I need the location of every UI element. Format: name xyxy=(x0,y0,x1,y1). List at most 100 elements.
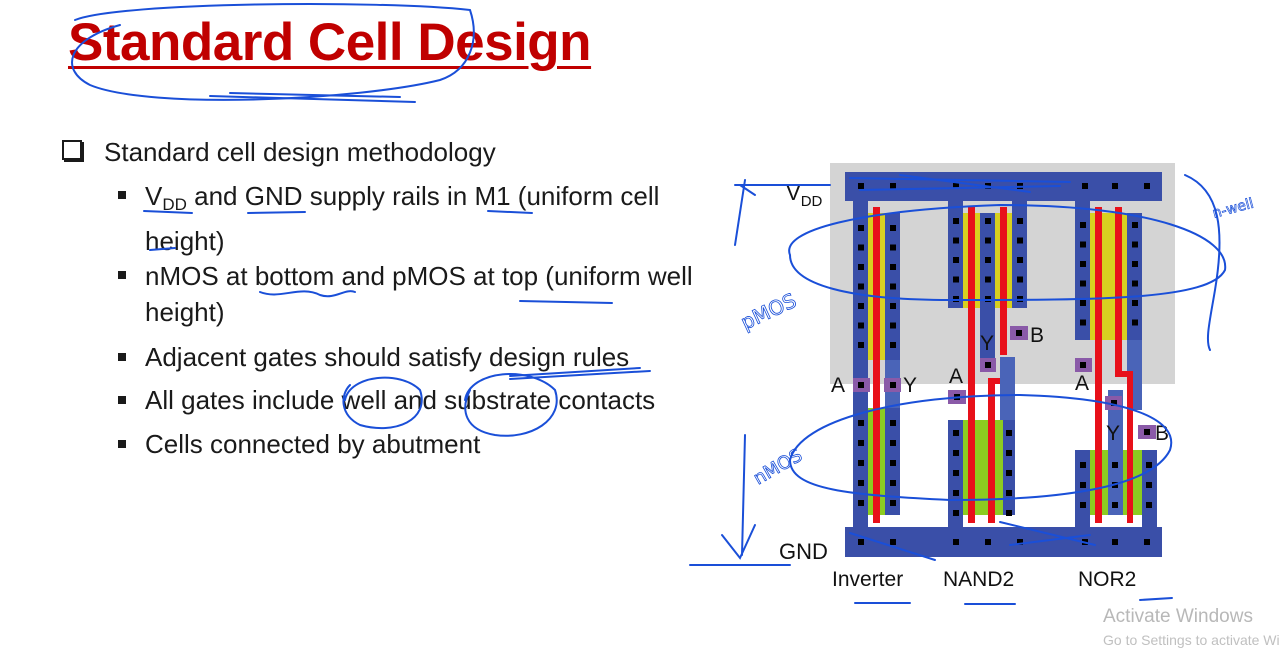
contact-cut xyxy=(890,303,896,309)
annotation-pmos: pMOS xyxy=(737,288,800,334)
cell-label-nand2: NAND2 xyxy=(943,568,1014,591)
contact-cut xyxy=(953,218,959,224)
contact-cut xyxy=(890,283,896,290)
contact-cut xyxy=(1132,300,1138,306)
contact-cut xyxy=(890,420,896,426)
contact-cut xyxy=(1112,462,1118,468)
bullet-icon xyxy=(118,396,126,404)
pin-label: A xyxy=(949,365,963,388)
contact-cut xyxy=(858,283,864,290)
contact-cut xyxy=(953,539,959,545)
contact-cut xyxy=(858,500,864,506)
contact-cut xyxy=(890,480,896,486)
contact-cut xyxy=(858,322,864,329)
contact-cut xyxy=(953,470,959,476)
contact-cut xyxy=(1080,222,1086,228)
bullet-design-rules: Adjacent gates should satisfy design rul… xyxy=(145,342,630,372)
contact-cut xyxy=(1080,261,1086,267)
pin-label: Y xyxy=(1106,422,1120,445)
slide-title: Standard Cell Design xyxy=(68,13,592,72)
contact-cut xyxy=(890,460,896,466)
contact-cut xyxy=(858,480,864,486)
contact-cut xyxy=(953,430,959,436)
bullet-icon xyxy=(118,440,126,448)
contact-cut xyxy=(1080,502,1086,508)
contact-cut xyxy=(890,264,896,270)
contact-cut xyxy=(985,276,991,283)
bullet-abutment: Cells connected by abutment xyxy=(145,429,481,459)
contact-cut xyxy=(953,183,959,189)
contact-cut xyxy=(1017,539,1023,545)
contact-cut xyxy=(985,257,991,263)
contact-cut xyxy=(890,244,896,251)
contact-cut xyxy=(858,440,864,446)
contact-cut xyxy=(1146,502,1152,508)
contact-cut xyxy=(985,218,991,224)
pin-label: A xyxy=(831,374,845,397)
contact-cut xyxy=(1132,241,1138,248)
heading: Standard cell design methodology xyxy=(104,137,496,167)
contact-cut xyxy=(890,342,896,348)
contact-cut xyxy=(953,490,959,496)
contact-cut xyxy=(953,450,959,456)
activate-windows-subtitle: Go to Settings to activate Windows. xyxy=(1103,632,1280,648)
contact-cut xyxy=(985,539,991,545)
contact-cut xyxy=(1146,482,1152,488)
contact-cut xyxy=(858,342,864,348)
contact-cut xyxy=(1112,183,1118,189)
contact-cut xyxy=(858,225,864,231)
contact-cut xyxy=(1132,319,1138,326)
contact-cut xyxy=(953,276,959,283)
gnd-label: GND xyxy=(779,539,828,564)
activate-windows-title: Activate Windows xyxy=(1103,606,1253,627)
contact-cut xyxy=(1132,261,1138,267)
contact-cut xyxy=(1017,257,1023,263)
bullet-contacts: All gates include well and substrate con… xyxy=(145,385,656,415)
contact-cut xyxy=(1006,490,1012,496)
bullet-icon xyxy=(118,191,126,199)
contact-cut xyxy=(890,225,896,231)
contact-cut xyxy=(858,183,864,189)
poly xyxy=(873,207,1133,523)
contact-cut xyxy=(1006,470,1012,476)
cell-label-inverter: Inverter xyxy=(832,568,903,591)
contact-cut xyxy=(1132,280,1138,287)
contact-cut xyxy=(953,510,959,516)
contact-cut xyxy=(1006,430,1012,436)
contact-cut xyxy=(858,244,864,251)
contact-cut xyxy=(1144,539,1150,545)
bullet-nmos-pmos: nMOS at bottom and pMOS at top (uniform … xyxy=(145,261,693,327)
contact-cut xyxy=(1080,462,1086,468)
pin-label: Y xyxy=(980,332,994,355)
contact-cut xyxy=(1112,502,1118,508)
contact-cut xyxy=(985,237,991,244)
contact-cut xyxy=(1112,539,1118,545)
contact-cut xyxy=(890,183,896,189)
contact-cut xyxy=(1080,241,1086,248)
contact-cut xyxy=(953,257,959,263)
contact-cut xyxy=(1132,222,1138,228)
bullet-supply-rails: VDD and GND supply rails in M1 (uniform … xyxy=(145,181,660,256)
contact-cut xyxy=(1006,450,1012,456)
annotation-nmos: nMOS xyxy=(750,445,806,489)
contact-cut xyxy=(1146,462,1152,468)
contact-cut xyxy=(890,322,896,329)
contact-cut xyxy=(953,237,959,244)
contact-cut xyxy=(1080,319,1086,326)
vdd-label: VDD xyxy=(786,180,823,210)
contact-cut xyxy=(858,539,864,545)
contact-cut xyxy=(1006,510,1012,516)
contact-cut xyxy=(1082,183,1088,189)
contact-cut xyxy=(858,420,864,426)
contact-cut xyxy=(890,500,896,506)
contact-cut xyxy=(1017,237,1023,244)
pin-label: A xyxy=(1075,372,1089,395)
contact-cut xyxy=(1017,218,1023,224)
contact-cut xyxy=(858,303,864,309)
contact-cut xyxy=(1144,183,1150,189)
contact-cut xyxy=(1080,300,1086,306)
contact-cut xyxy=(1080,482,1086,488)
pin-label: Y xyxy=(903,374,917,397)
bullet-icon xyxy=(118,353,126,361)
